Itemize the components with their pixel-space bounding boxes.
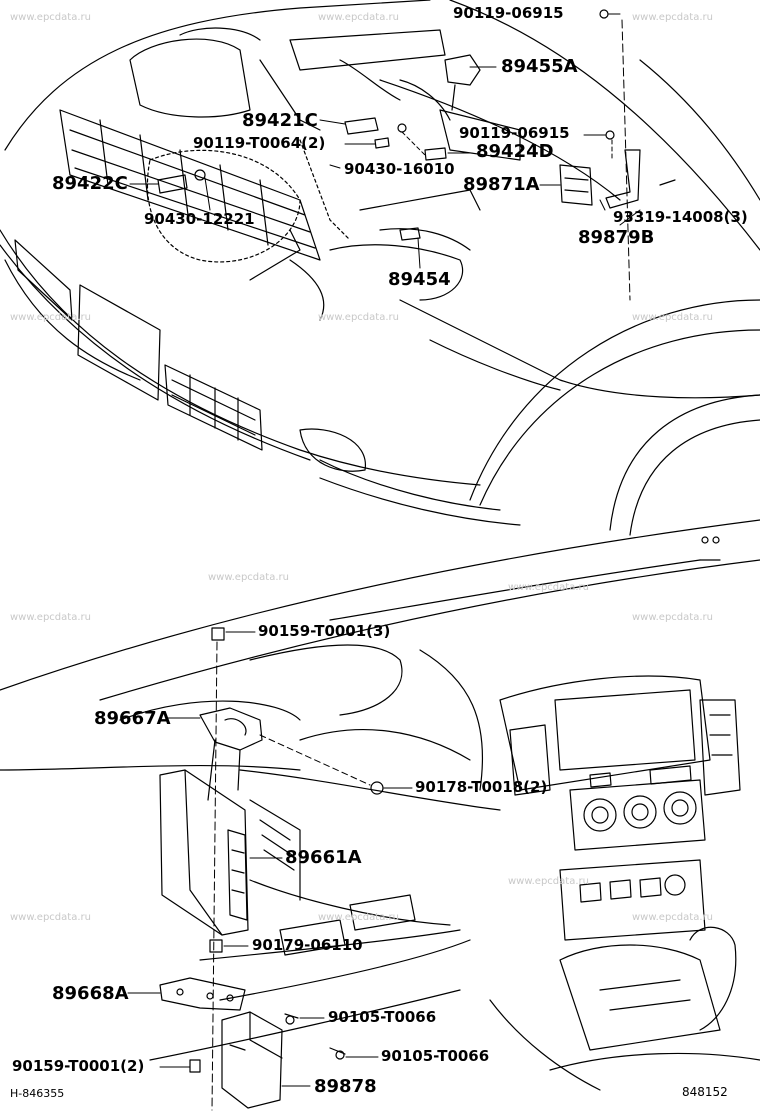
part-label: 89421C: [242, 110, 318, 131]
diagram-code: H-846355: [10, 1087, 65, 1100]
watermark: www.epcdata.ru: [318, 912, 399, 923]
part-label: 89422C: [52, 173, 128, 194]
part-label: 89455A: [501, 56, 578, 77]
part-label: 90119-T0064(2): [193, 134, 326, 152]
top-leader-lines: [129, 13, 641, 301]
watermark: www.epcdata.ru: [632, 912, 713, 923]
part-label: 90430-16010: [344, 160, 455, 178]
vehicle-front-outline: [0, 0, 760, 536]
part-label: 90178-T0018(2): [415, 778, 548, 796]
watermark: www.epcdata.ru: [632, 12, 713, 23]
watermark: www.epcdata.ru: [10, 12, 91, 23]
part-label: 89667A: [94, 708, 171, 729]
top-parts: [157, 9, 676, 241]
part-label: 89871A: [463, 174, 540, 195]
part-label: 90179-06110: [252, 936, 363, 954]
watermark: www.epcdata.ru: [632, 312, 713, 323]
watermark: www.epcdata.ru: [10, 612, 91, 623]
part-label: 90159-T0001(3): [258, 622, 391, 640]
part-label: 90159-T0001(2): [12, 1057, 145, 1075]
watermark: www.epcdata.ru: [208, 572, 289, 583]
bottom-leader-lines: [127, 631, 413, 1111]
part-label: 89424D: [476, 141, 554, 162]
part-label: 90430-12221: [144, 210, 255, 228]
watermark: www.epcdata.ru: [10, 312, 91, 323]
part-label: 89879B: [578, 227, 655, 248]
watermark: www.epcdata.ru: [318, 12, 399, 23]
watermark: www.epcdata.ru: [632, 612, 713, 623]
bottom-parts: [159, 627, 384, 1109]
watermark: www.epcdata.ru: [508, 876, 589, 887]
part-label: 89668A: [52, 983, 129, 1004]
dashboard-outline: [0, 519, 760, 1091]
watermark: www.epcdata.ru: [318, 312, 399, 323]
part-label: 93319-14008(3): [613, 208, 748, 226]
part-label: 89661A: [285, 847, 362, 868]
watermark: www.epcdata.ru: [10, 912, 91, 923]
part-label: 90119-06915: [453, 4, 564, 22]
watermark: www.epcdata.ru: [508, 582, 589, 593]
part-label: 89454: [388, 269, 451, 290]
part-label: 90105-T0066: [381, 1047, 490, 1065]
part-label: 90119-06915: [459, 124, 570, 142]
part-label: 89878: [314, 1076, 377, 1097]
illustration-number: 848152: [682, 1085, 728, 1099]
part-label: 90105-T0066: [328, 1008, 437, 1026]
